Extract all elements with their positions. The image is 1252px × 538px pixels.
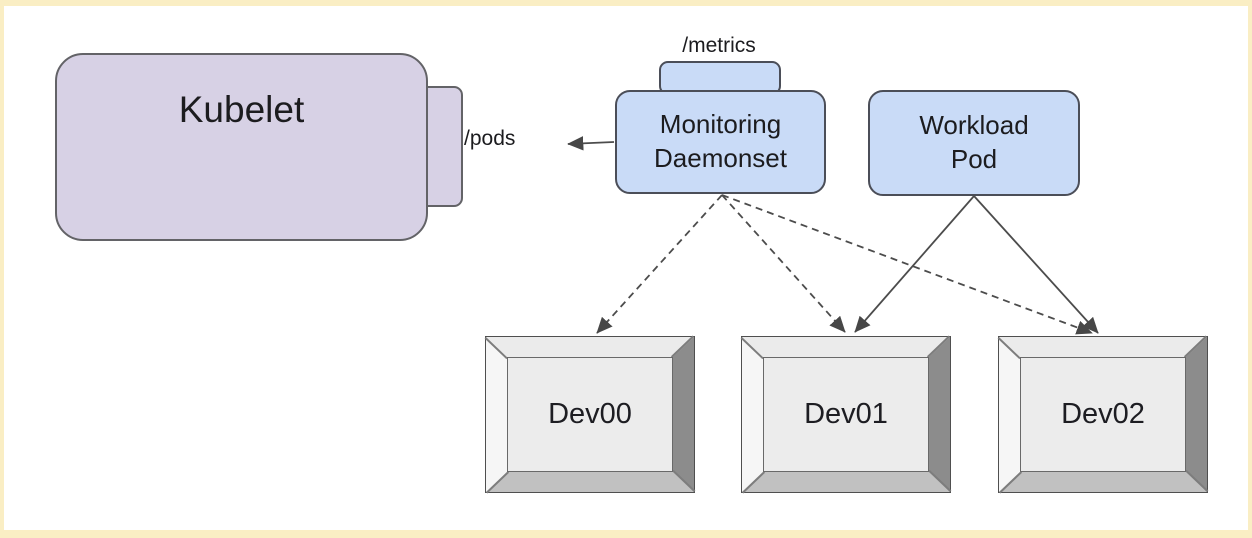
monitoring-daemonset-label: Monitoring Daemonset: [654, 109, 787, 173]
edge-workload-to-dev01: [854, 195, 975, 333]
dev01-bevel: [742, 337, 950, 492]
dev00-label: Dev00: [548, 398, 632, 430]
edge-daemonset-to-dev00: [596, 194, 723, 334]
pods-endpoint-label: /pods: [464, 127, 516, 150]
dev01-label: Dev01: [804, 398, 888, 430]
kubelet-label: Kubelet: [178, 89, 305, 130]
node-dev00: Dev00: [484, 335, 696, 494]
node-workload-pod: Workload Pod: [868, 90, 1080, 196]
workload-pod-label: Workload Pod: [919, 110, 1029, 174]
dev02-label: Dev02: [1061, 398, 1145, 430]
edge-daemonset-to-kubelet-pods: [567, 136, 615, 151]
node-kubelet: Kubelet: [55, 53, 428, 241]
dev00-bevel: [486, 337, 694, 492]
edge-daemonset-to-dev01: [721, 194, 846, 333]
node-monitoring-daemonset: Monitoring Daemonset: [615, 90, 826, 194]
dev02-bevel: [999, 337, 1207, 492]
edge-daemonset-to-dev02: [721, 194, 1093, 335]
node-dev01: Dev01: [740, 335, 952, 494]
daemonset-metrics-port-tab: [659, 61, 781, 95]
metrics-endpoint-label: /metrics: [682, 34, 756, 57]
dev02-face: Dev02: [1020, 357, 1186, 472]
node-dev02: Dev02: [997, 335, 1209, 494]
dev00-face: Dev00: [507, 357, 673, 472]
dev01-face: Dev01: [763, 357, 929, 472]
edge-workload-to-dev02: [973, 195, 1099, 334]
